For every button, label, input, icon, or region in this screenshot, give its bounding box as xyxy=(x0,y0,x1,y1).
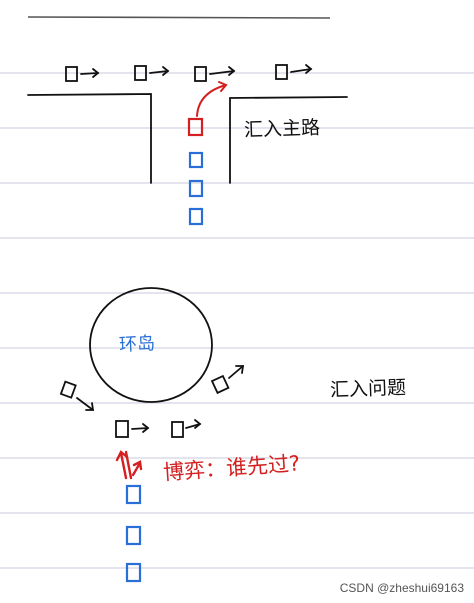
main-road-car-4 xyxy=(275,64,313,80)
main-road-car-3 xyxy=(194,66,236,82)
queued-cars-blue xyxy=(188,151,204,226)
entering-car-left xyxy=(59,380,95,411)
roundabout-circle xyxy=(89,287,213,403)
roundabout-label: 环岛 xyxy=(118,333,156,356)
queued-cars-blue-lower xyxy=(125,484,142,583)
merging-car-red xyxy=(187,117,204,137)
merge-arrow-red xyxy=(196,81,228,117)
merge-problem-label: 汇入问题 xyxy=(329,376,407,402)
yielding-car-black-2 xyxy=(171,419,202,438)
merge-main-label: 汇入主路 xyxy=(243,116,321,142)
t-junction-road xyxy=(27,93,348,184)
yielding-car-black-1 xyxy=(115,420,150,438)
main-road-car-1 xyxy=(65,66,100,82)
exiting-car-right xyxy=(210,365,245,395)
notebook-rules xyxy=(0,72,474,569)
game-arrow-red xyxy=(115,450,143,480)
top-rule xyxy=(27,16,331,19)
watermark: CSDN @zheshui69163 xyxy=(339,581,464,595)
main-road-car-2 xyxy=(134,65,170,81)
